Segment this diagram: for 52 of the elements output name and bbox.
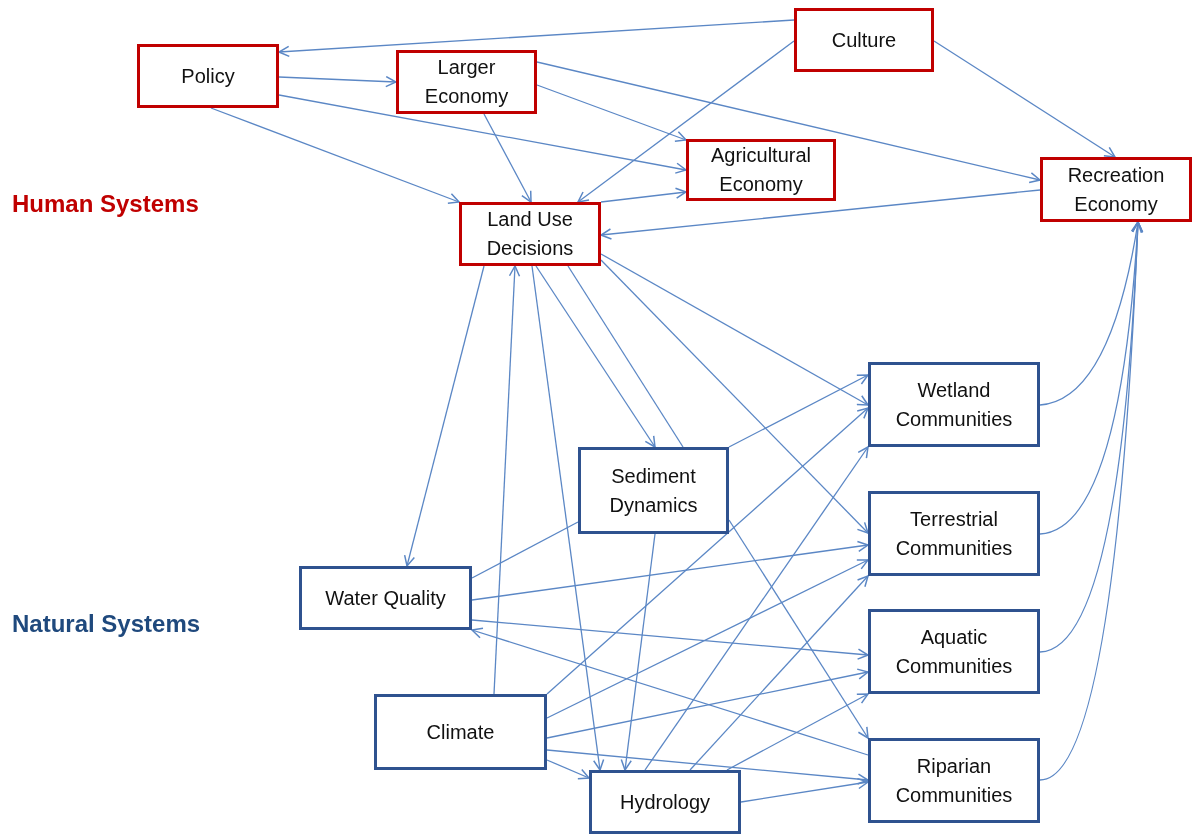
- arrow: [600, 259, 869, 534]
- arrow: [740, 777, 869, 803]
- connector-line: [471, 521, 579, 579]
- system-box: Sediment Dynamics: [578, 447, 729, 534]
- arrow: [577, 40, 795, 203]
- arrow: [493, 265, 521, 695]
- system-box: Policy: [137, 44, 279, 108]
- section-heading: Human Systems: [12, 190, 199, 218]
- arrow: [728, 519, 869, 739]
- arrow: [536, 61, 1041, 184]
- arrow: [546, 407, 869, 695]
- system-box: Riparian Communities: [868, 738, 1040, 823]
- system-box: Climate: [374, 694, 547, 770]
- arrow: [726, 693, 869, 771]
- arrow: [278, 75, 397, 88]
- section-heading: Natural Systems: [12, 610, 201, 638]
- system-box: Culture: [794, 8, 934, 72]
- arrow: [600, 189, 1041, 240]
- arrow: [483, 113, 532, 203]
- arrow: [471, 540, 869, 601]
- system-box: Recreation Economy: [1040, 157, 1192, 222]
- arrow: [933, 40, 1116, 158]
- arrow: [600, 253, 869, 406]
- arrow: [689, 575, 869, 771]
- arrow: [728, 374, 869, 448]
- arrow: [471, 627, 869, 756]
- arrow: [471, 619, 869, 660]
- arrow: [620, 533, 656, 771]
- system-box: Wetland Communities: [868, 362, 1040, 447]
- arrow: [1039, 221, 1142, 406]
- system-box: Land Use Decisions: [459, 202, 601, 266]
- system-box: Hydrology: [589, 770, 741, 834]
- arrow: [278, 94, 687, 174]
- arrow: [600, 187, 687, 203]
- arrow: [536, 84, 687, 142]
- arrow: [644, 446, 869, 771]
- system-box: Agricultural Economy: [686, 139, 836, 201]
- arrow: [546, 559, 869, 719]
- system-box: Larger Economy: [396, 50, 537, 114]
- arrow: [403, 265, 485, 567]
- arrow: [535, 265, 656, 448]
- connector-line: [567, 265, 684, 448]
- system-box: Aquatic Communities: [868, 609, 1040, 694]
- arrow: [531, 265, 605, 771]
- arrow: [546, 668, 869, 739]
- system-box: Water Quality: [299, 566, 472, 630]
- arrow: [210, 107, 460, 204]
- arrow: [546, 759, 590, 780]
- arrow: [546, 749, 869, 785]
- arrow: [1039, 221, 1144, 781]
- arrow: [278, 19, 795, 58]
- system-box: Terrestrial Communities: [868, 491, 1040, 576]
